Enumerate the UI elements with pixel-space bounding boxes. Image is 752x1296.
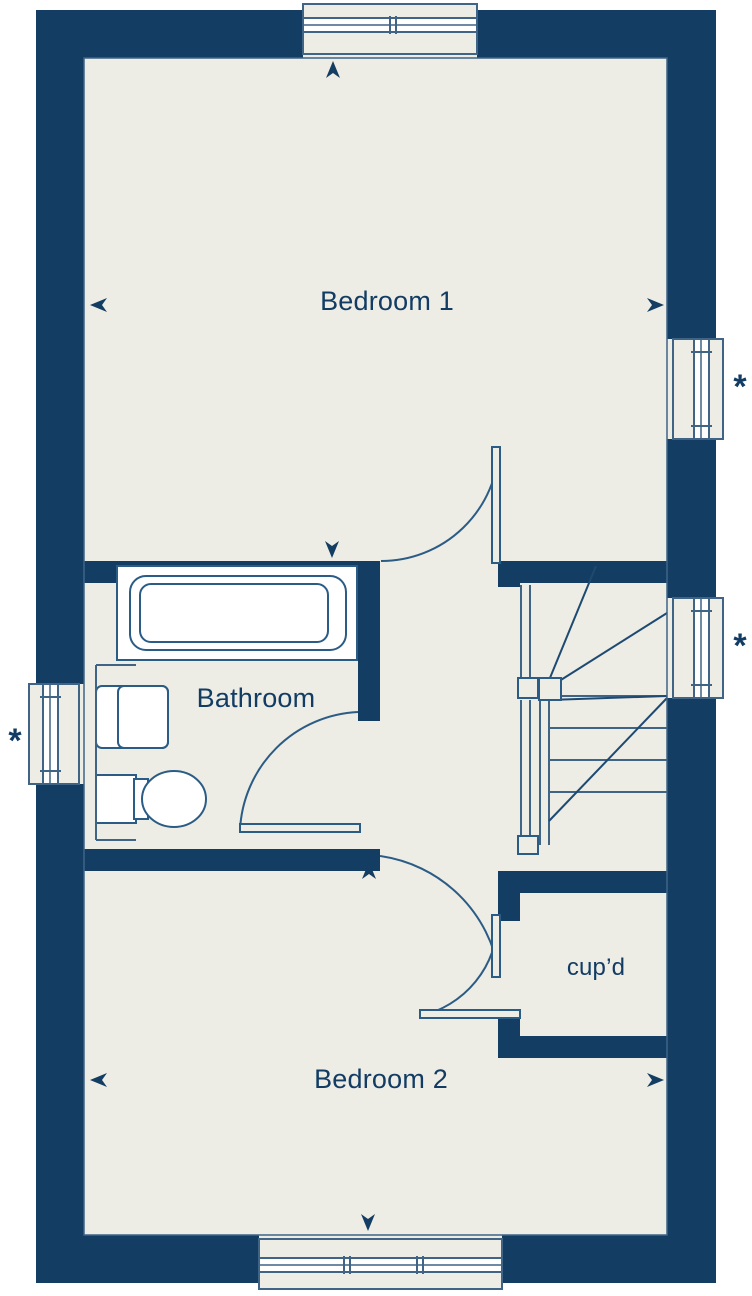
room-label-bedroom1: Bedroom 1 (320, 286, 454, 316)
interior-outline (83, 57, 668, 1236)
arrow-bedroom1-top (326, 61, 340, 78)
asterisk-marker-left: * (8, 722, 22, 760)
room-label-bedroom2: Bedroom 2 (314, 1064, 448, 1094)
toilet-wc (95, 770, 207, 828)
arrow-bedroom2-bottom (361, 1214, 375, 1231)
arrow-bedroom1-right (647, 298, 664, 312)
bathroom-alcove-outline (95, 664, 136, 841)
window-bedroom1-top (302, 3, 478, 55)
bath-tub (116, 565, 358, 661)
dimension-arrows (90, 61, 664, 1231)
door-bedroom1 (380, 446, 501, 564)
door-bedroom2-leaf (491, 914, 501, 978)
room-label-bathroom: Bathroom (197, 683, 316, 713)
window-landing-right (672, 597, 724, 699)
wash-basin (95, 685, 169, 749)
arrow-bedroom2-left (90, 1073, 107, 1087)
window-bathroom-left (28, 683, 80, 785)
window-bedroom2-bottom (258, 1238, 503, 1290)
arrow-bedroom1-bottom (325, 541, 339, 558)
door-bathroom (239, 711, 361, 833)
room-label-cupboard: cup’d (567, 954, 625, 981)
staircase (517, 565, 668, 855)
arrow-bedroom2-top (362, 862, 376, 879)
window-bedroom1-right (672, 338, 724, 440)
asterisk-marker-right-upper: * (733, 368, 747, 406)
arrow-bedroom1-left (90, 298, 107, 312)
arrow-bedroom2-right (647, 1073, 664, 1087)
asterisk-marker-right-lower: * (733, 627, 747, 665)
